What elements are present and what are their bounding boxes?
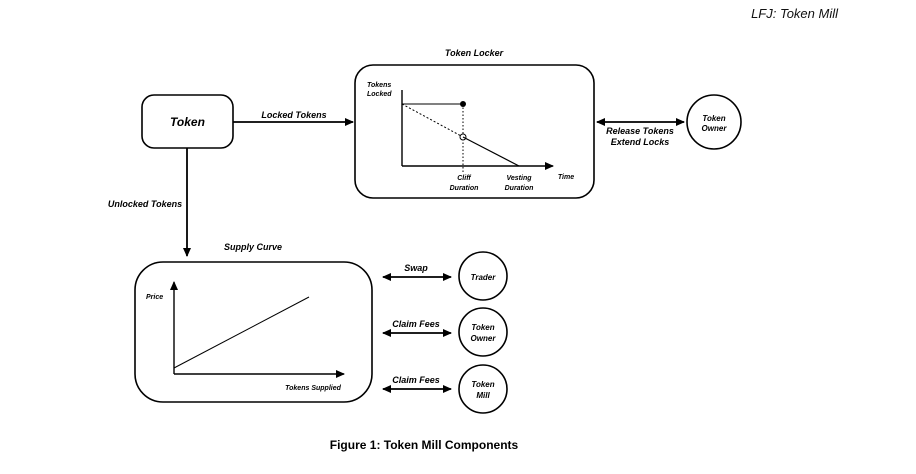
claim-fees-label-2: Claim Fees	[392, 375, 440, 385]
supply-curve-line	[173, 296, 310, 369]
linear-projection-line	[401, 103, 464, 138]
supply-x-label: Tokens Supplied	[285, 385, 341, 392]
token-owner-bottom-label-2: Owner	[471, 334, 497, 343]
locked-tokens-arrow: Locked Tokens	[233, 110, 354, 126]
token-mill-node: Token Mill	[458, 364, 508, 414]
supply-curve-title: Supply Curve	[224, 242, 282, 252]
release-tokens-label: Release Tokens	[606, 126, 674, 136]
unlocked-tokens-label: Unlocked Tokens	[108, 199, 182, 209]
locked-tokens-label: Locked Tokens	[261, 110, 326, 120]
locker-x-label: Time	[558, 174, 574, 181]
claim-fees-arrow-1: Claim Fees	[382, 319, 452, 337]
supply-y-label: Price	[146, 294, 163, 301]
cliff-label-1: Cliff	[457, 175, 471, 182]
token-node: Token	[141, 94, 234, 149]
claim-fees-label-1: Claim Fees	[392, 319, 440, 329]
vesting-line	[462, 136, 520, 167]
figure-caption: Figure 1: Token Mill Components	[330, 438, 519, 452]
locker-y-label-2: Locked	[367, 91, 392, 98]
trader-label: Trader	[471, 273, 497, 282]
claim-fees-arrow-2: Claim Fees	[382, 375, 452, 393]
token-mill-label-2: Mill	[476, 391, 490, 400]
token-label: Token	[170, 115, 205, 129]
header-label: LFJ: Token Mill	[751, 6, 839, 21]
token-owner-top-label-2: Owner	[702, 124, 728, 133]
extend-locks-label: Extend Locks	[611, 137, 670, 147]
cliff-label-2: Duration	[450, 185, 479, 192]
token-locker-box: Token Locker Tokens Locked Time Cliff Du…	[354, 48, 595, 199]
swap-label: Swap	[404, 263, 428, 273]
vesting-label-1: Vesting	[506, 175, 532, 182]
release-extend-arrow: Release Tokens Extend Locks	[596, 118, 685, 147]
vesting-label-2: Duration	[505, 185, 534, 192]
token-mill-label-1: Token	[471, 380, 494, 389]
locker-y-label-1: Tokens	[367, 82, 391, 89]
token-owner-node-bottom: Token Owner	[458, 307, 508, 357]
trader-node: Trader	[458, 251, 508, 301]
token-locker-title: Token Locker	[445, 48, 504, 58]
swap-arrow: Swap	[382, 263, 452, 281]
token-owner-node-top: Token Owner	[686, 94, 742, 150]
token-owner-bottom-label-1: Token	[471, 323, 494, 332]
token-owner-top-label-1: Token	[702, 114, 725, 123]
unlocked-tokens-arrow: Unlocked Tokens	[108, 148, 191, 257]
supply-curve-box: Supply Curve Price Tokens Supplied	[134, 242, 373, 403]
